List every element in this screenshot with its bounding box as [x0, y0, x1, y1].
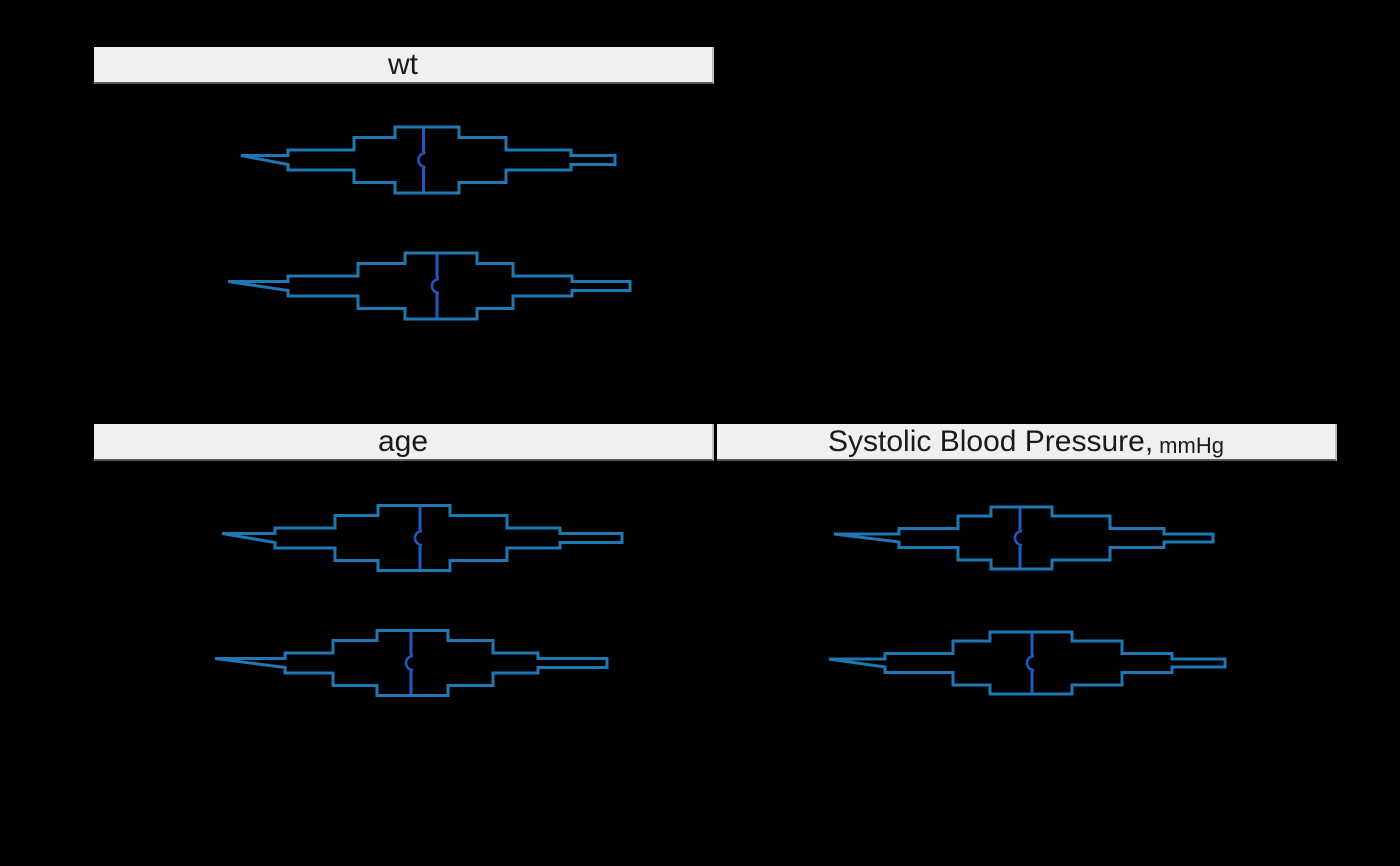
boxplot-glyph — [828, 630, 1227, 696]
boxplot-glyph — [227, 251, 632, 321]
panel-title: Systolic Blood Pressure, — [828, 424, 1154, 458]
boxplot-glyph — [833, 505, 1215, 571]
boxplot-group-age — [214, 504, 624, 697]
panel-title-unit: mmHg — [1159, 433, 1224, 458]
boxplot-group-sbp — [828, 505, 1227, 696]
boxplot-group-wt — [227, 125, 632, 321]
panel-title: age — [377, 424, 429, 458]
boxplot-glyph — [221, 504, 624, 572]
panel-header-wt: wt — [94, 47, 714, 84]
boxplot-glyph — [214, 629, 609, 697]
panel-header-age: age — [94, 424, 714, 461]
boxplot-glyph — [240, 125, 617, 195]
panel-title: wt — [388, 47, 418, 81]
panel-header-systolic-blood-pressure: Systolic Blood Pressure, mmHg — [717, 424, 1337, 461]
